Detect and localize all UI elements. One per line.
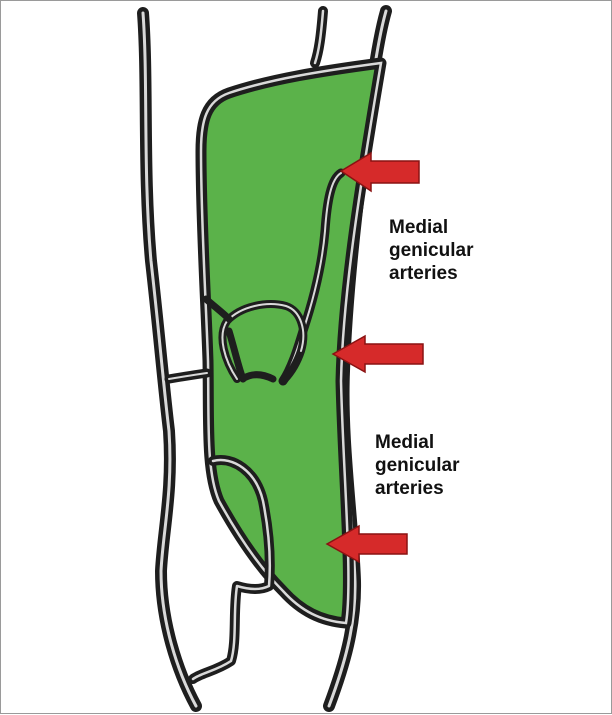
left-leg-contour — [143, 13, 196, 706]
medial-genicular-arteries-label-lower: Medial genicular arteries — [375, 431, 459, 500]
label-line: Medial — [389, 216, 473, 239]
label-line: genicular — [375, 454, 459, 477]
medial-genicular-arteries-label-upper: Medial genicular arteries — [389, 216, 473, 285]
label-line: Medial — [375, 431, 459, 454]
thigh-inner-line — [315, 11, 323, 63]
label-line: arteries — [389, 262, 473, 285]
label-line: arteries — [375, 477, 459, 500]
label-line: genicular — [389, 239, 473, 262]
lateral-branch — [169, 373, 207, 379]
